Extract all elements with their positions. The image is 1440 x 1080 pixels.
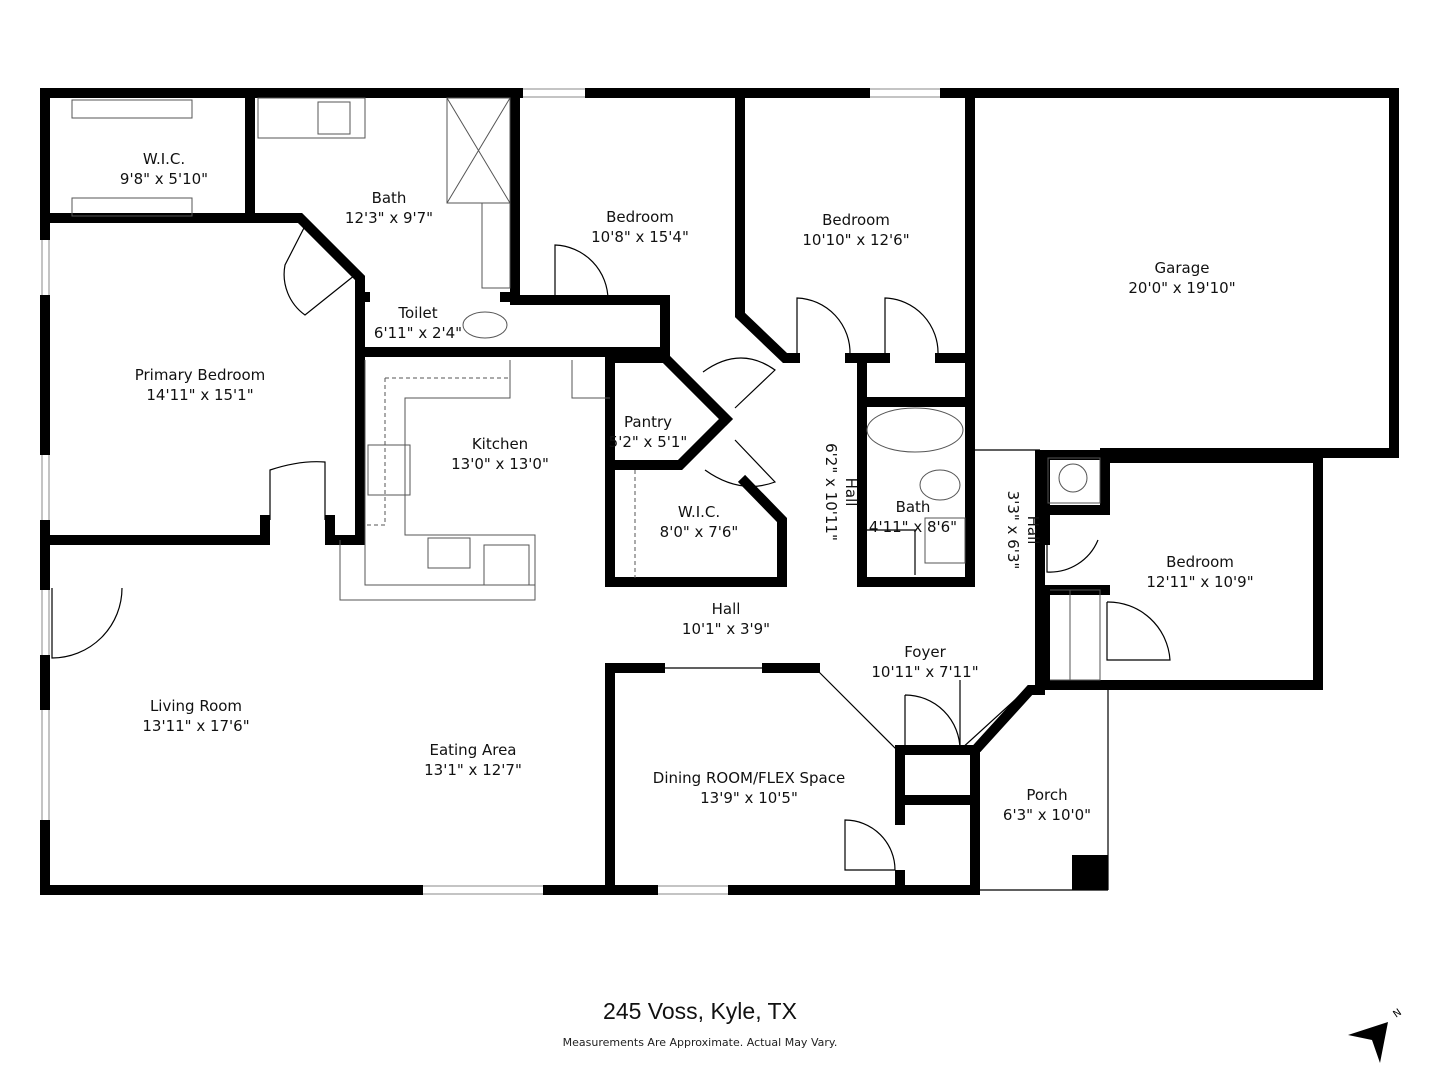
room-label: Porch 6'3" x 10'0" — [1003, 786, 1091, 824]
room-label: Hall 10'1" x 3'9" — [682, 600, 770, 638]
room-dimensions: 13'9" x 10'5" — [700, 789, 798, 807]
room-label: Living Room 13'11" x 17'6" — [142, 697, 249, 735]
fixtures — [71, 97, 1101, 681]
room-label: Primary Bedroom 14'11" x 15'1" — [135, 366, 266, 404]
doors — [51, 221, 1171, 871]
room-name: Bedroom — [1166, 553, 1234, 571]
room-dimensions: 13'1" x 12'7" — [424, 761, 522, 779]
room-name: Kitchen — [472, 435, 528, 453]
thin-lines — [660, 449, 1109, 891]
room-label: Dining ROOM/FLEX Space 13'9" x 10'5" — [653, 769, 845, 807]
room-name: Pantry — [624, 413, 672, 431]
room-name: Hall — [1024, 516, 1042, 545]
room-label: Bedroom 10'10" x 12'6" — [802, 211, 909, 249]
room-name: Garage — [1155, 259, 1210, 277]
room-dimensions: 9'8" x 5'10" — [120, 170, 208, 188]
room-label: Bath 12'3" x 9'7" — [345, 189, 433, 227]
room-name: W.I.C. — [143, 150, 185, 168]
room-dimensions: 10'10" x 12'6" — [802, 231, 909, 249]
room-label: Bedroom 10'8" x 15'4" — [591, 208, 689, 246]
room-label: Bedroom 12'11" x 10'9" — [1146, 553, 1253, 591]
room-label: W.I.C. 9'8" x 5'10" — [120, 150, 208, 188]
room-name: Hall — [712, 600, 741, 618]
room-name: Bedroom — [822, 211, 890, 229]
room-name: W.I.C. — [678, 503, 720, 521]
room-label: W.I.C. 8'0" x 7'6" — [660, 503, 739, 541]
stairs — [1072, 855, 1108, 890]
room-dimensions: 6'3" x 10'0" — [1003, 806, 1091, 824]
room-label: Pantry 5'2" x 5'1" — [609, 413, 688, 451]
room-label: Kitchen 13'0" x 13'0" — [451, 435, 549, 473]
disclaimer: Measurements Are Approximate. Actual May… — [562, 1036, 838, 1049]
room-label: Toilet 6'11" x 2'4" — [374, 304, 462, 342]
room-name: Living Room — [150, 697, 242, 715]
room-dimensions: 4'11" x 8'6" — [869, 518, 957, 536]
room-label: Foyer 10'11" x 7'11" — [871, 643, 978, 681]
room-name: Toilet — [397, 304, 437, 322]
room-dimensions: 5'2" x 5'1" — [609, 433, 688, 451]
room-name: Eating Area — [429, 741, 516, 759]
room-dimensions: 10'8" x 15'4" — [591, 228, 689, 246]
room-dimensions: 8'0" x 7'6" — [660, 523, 739, 541]
room-label: Garage 20'0" x 19'10" — [1128, 259, 1235, 297]
room-dimensions: 6'11" x 2'4" — [374, 324, 462, 342]
room-dimensions: 13'11" x 17'6" — [142, 717, 249, 735]
room-dimensions: 3'3" x 6'3" — [1004, 491, 1022, 570]
room-dimensions: 12'3" x 9'7" — [345, 209, 433, 227]
room-dimensions: 12'11" x 10'9" — [1146, 573, 1253, 591]
room-dimensions: 10'11" x 7'11" — [871, 663, 978, 681]
room-name: Bath — [896, 498, 931, 516]
room-label: Eating Area 13'1" x 12'7" — [424, 741, 522, 779]
room-dimensions: 20'0" x 19'10" — [1128, 279, 1235, 297]
room-dimensions: 14'11" x 15'1" — [146, 386, 253, 404]
room-dimensions: 6'2" x 10'11" — [822, 443, 840, 541]
room-name: Hall — [842, 478, 860, 507]
room-labels: W.I.C. 9'8" x 5'10" Bath 12'3" x 9'7" Bedroo… — [120, 150, 1254, 824]
room-name: Primary Bedroom — [135, 366, 266, 384]
room-dimensions: 13'0" x 13'0" — [451, 455, 549, 473]
room-name: Bath — [372, 189, 407, 207]
room-name: Dining ROOM/FLEX Space — [653, 769, 845, 787]
room-name: Porch — [1026, 786, 1067, 804]
room-name: Foyer — [904, 643, 946, 661]
room-dimensions: 10'1" x 3'9" — [682, 620, 770, 638]
room-name: Bedroom — [606, 208, 674, 226]
room-label: Bath 4'11" x 8'6" — [869, 498, 957, 536]
address-title: 245 Voss, Kyle, TX — [603, 998, 797, 1024]
